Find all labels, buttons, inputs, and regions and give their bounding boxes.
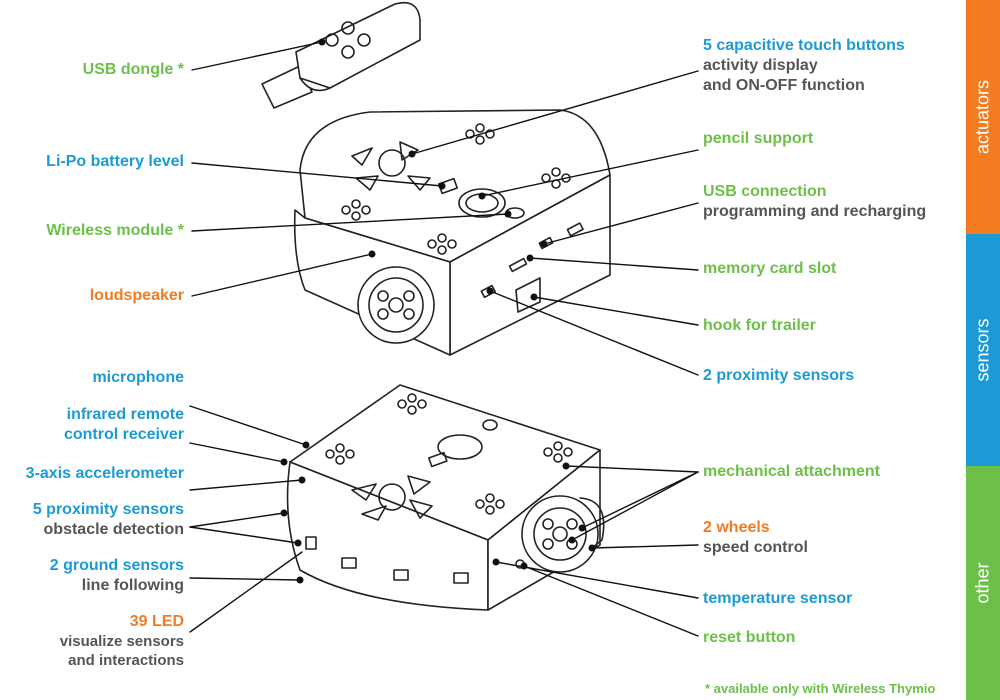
label-wheels: 2 wheels bbox=[703, 519, 770, 536]
label-proximity5-group: 5 proximity sensors obstacle detection bbox=[33, 500, 184, 540]
label-wheels-group: 2 wheels speed control bbox=[703, 518, 808, 558]
label-battery-level: Li-Po battery level bbox=[46, 153, 184, 170]
band-actuators: actuators bbox=[966, 0, 1000, 234]
label-touch-buttons: 5 capacitive touch buttons bbox=[703, 37, 905, 54]
label-microphone: microphone bbox=[92, 369, 184, 386]
robot-bottom-drawing bbox=[286, 384, 605, 611]
label-usb-dongle: USB dongle * bbox=[82, 61, 184, 78]
label-usb-connection-sub: programming and recharging bbox=[703, 203, 927, 220]
band-sensors: sensors bbox=[966, 234, 1000, 466]
label-touch-buttons-group: 5 capacitive touch buttons activity disp… bbox=[703, 36, 905, 96]
label-accelerometer: 3-axis accelerometer bbox=[25, 465, 184, 482]
label-touch-buttons-sub2: and ON-OFF function bbox=[703, 77, 865, 94]
label-ground-group: 2 ground sensors line following bbox=[50, 556, 184, 596]
label-ir-receiver-line2: control receiver bbox=[63, 426, 184, 443]
band-other: other bbox=[966, 466, 1000, 700]
label-led-group: 39 LED visualize sensors and interaction… bbox=[60, 612, 184, 670]
label-ir-receiver: infrared remote control receiver bbox=[64, 405, 184, 445]
label-pencil-support: pencil support bbox=[703, 130, 814, 147]
label-mechanical-attachment: mechanical attachment bbox=[703, 463, 880, 480]
label-wheels-sub: speed control bbox=[703, 539, 808, 556]
label-temperature: temperature sensor bbox=[703, 590, 853, 607]
label-led-sub2: and interactions bbox=[68, 652, 184, 669]
band-actuators-label: actuators bbox=[972, 79, 993, 155]
label-led-sub1: visualize sensors bbox=[59, 633, 184, 650]
usb-dongle-drawing bbox=[261, 1, 421, 109]
label-memory-card: memory card slot bbox=[703, 260, 837, 277]
label-touch-buttons-sub1: activity display bbox=[703, 57, 818, 74]
label-usb-connection: USB connection bbox=[703, 183, 827, 200]
label-ground-sub: line following bbox=[81, 577, 184, 594]
label-ir-receiver-line1: infrared remote bbox=[66, 406, 184, 423]
footnote: * available only with Wireless Thymio bbox=[705, 681, 936, 696]
label-ground-sensors: 2 ground sensors bbox=[49, 557, 184, 574]
label-led: 39 LED bbox=[129, 613, 184, 630]
robot-top-drawing bbox=[293, 109, 611, 356]
label-proximity2: 2 proximity sensors bbox=[703, 367, 855, 384]
label-hook: hook for trailer bbox=[703, 317, 816, 334]
label-wireless-module: Wireless module * bbox=[46, 222, 184, 239]
label-loudspeaker: loudspeaker bbox=[89, 287, 184, 304]
label-usb-connection-group: USB connection programming and rechargin… bbox=[703, 182, 926, 222]
band-sensors-label: sensors bbox=[972, 318, 993, 382]
band-other-label: other bbox=[972, 562, 993, 604]
label-reset-button: reset button bbox=[703, 629, 796, 646]
label-proximity5: 5 proximity sensors bbox=[32, 501, 184, 518]
label-proximity5-sub: obstacle detection bbox=[43, 521, 184, 538]
